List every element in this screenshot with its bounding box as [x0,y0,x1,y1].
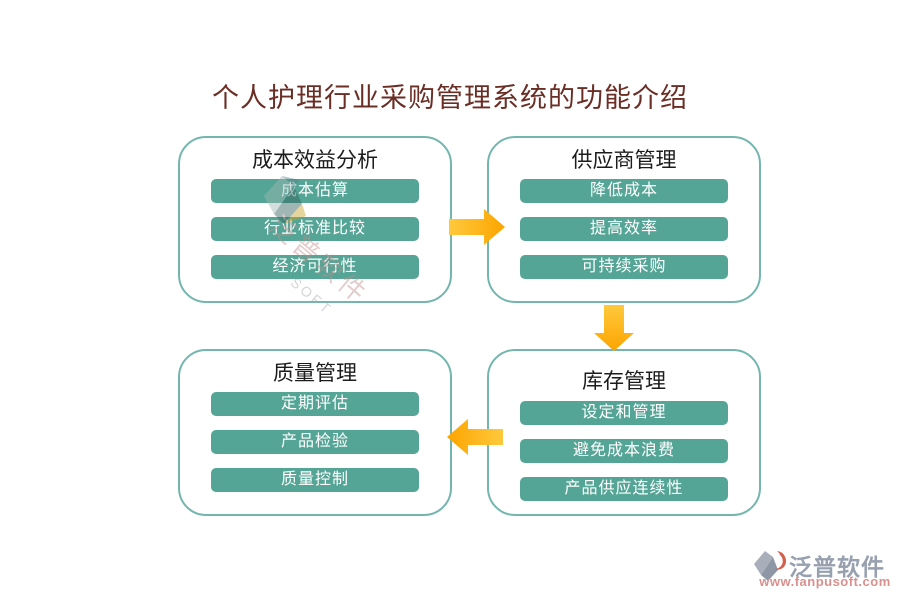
box-title-supplier: 供应商管理 [571,148,677,172]
brand-footer: 泛普软件 www.fanpusoft.com [748,548,898,594]
feature-pill-reduce-cost: 降低成本 [520,179,728,203]
brand-name: 泛普软件 [789,555,885,580]
feature-pill-set-and-manage: 设定和管理 [520,401,728,425]
box-cost-benefit-analysis: 成本效益分析 成本估算 行业标准比较 经济可行性 泛普软件 SOFT [178,136,452,318]
feature-pill-quality-control: 质量控制 [211,468,419,492]
feature-pill-avoid-cost-waste: 避免成本浪费 [520,439,728,463]
box-inventory-management: 库存管理 设定和管理 避免成本浪费 产品供应连续性 [487,349,761,516]
box-supplier-management: 供应商管理 降低成本 提高效率 可持续采购 [487,136,761,303]
brand-url: www.fanpusoft.com [759,574,891,589]
box-title-inventory: 库存管理 [582,369,666,393]
feature-pill-sustainable-procurement: 可持续采购 [520,255,728,279]
brand-logo-icon [754,551,787,581]
feature-pill-cost-estimate: 成本估算 [211,179,419,203]
arrow-down-icon [594,305,634,351]
feature-pill-economic-feasibility: 经济可行性 [211,255,419,279]
feature-pill-improve-efficiency: 提高效率 [520,217,728,241]
page-title: 个人护理行业采购管理系统的功能介绍 [212,83,688,113]
feature-pill-periodic-evaluation: 定期评估 [211,392,419,416]
arrow-right-icon [449,209,505,245]
box-quality-management: 质量管理 定期评估 产品检验 质量控制 [178,349,452,516]
arrow-left-icon [447,419,503,455]
feature-pill-industry-standard: 行业标准比较 [211,217,419,241]
feature-pill-product-inspection: 产品检验 [211,430,419,454]
box-title-quality: 质量管理 [273,361,357,385]
box-title-cost-benefit: 成本效益分析 [252,148,378,172]
feature-pill-supply-continuity: 产品供应连续性 [520,477,728,501]
watermark-subtext: SOFT [287,274,336,318]
